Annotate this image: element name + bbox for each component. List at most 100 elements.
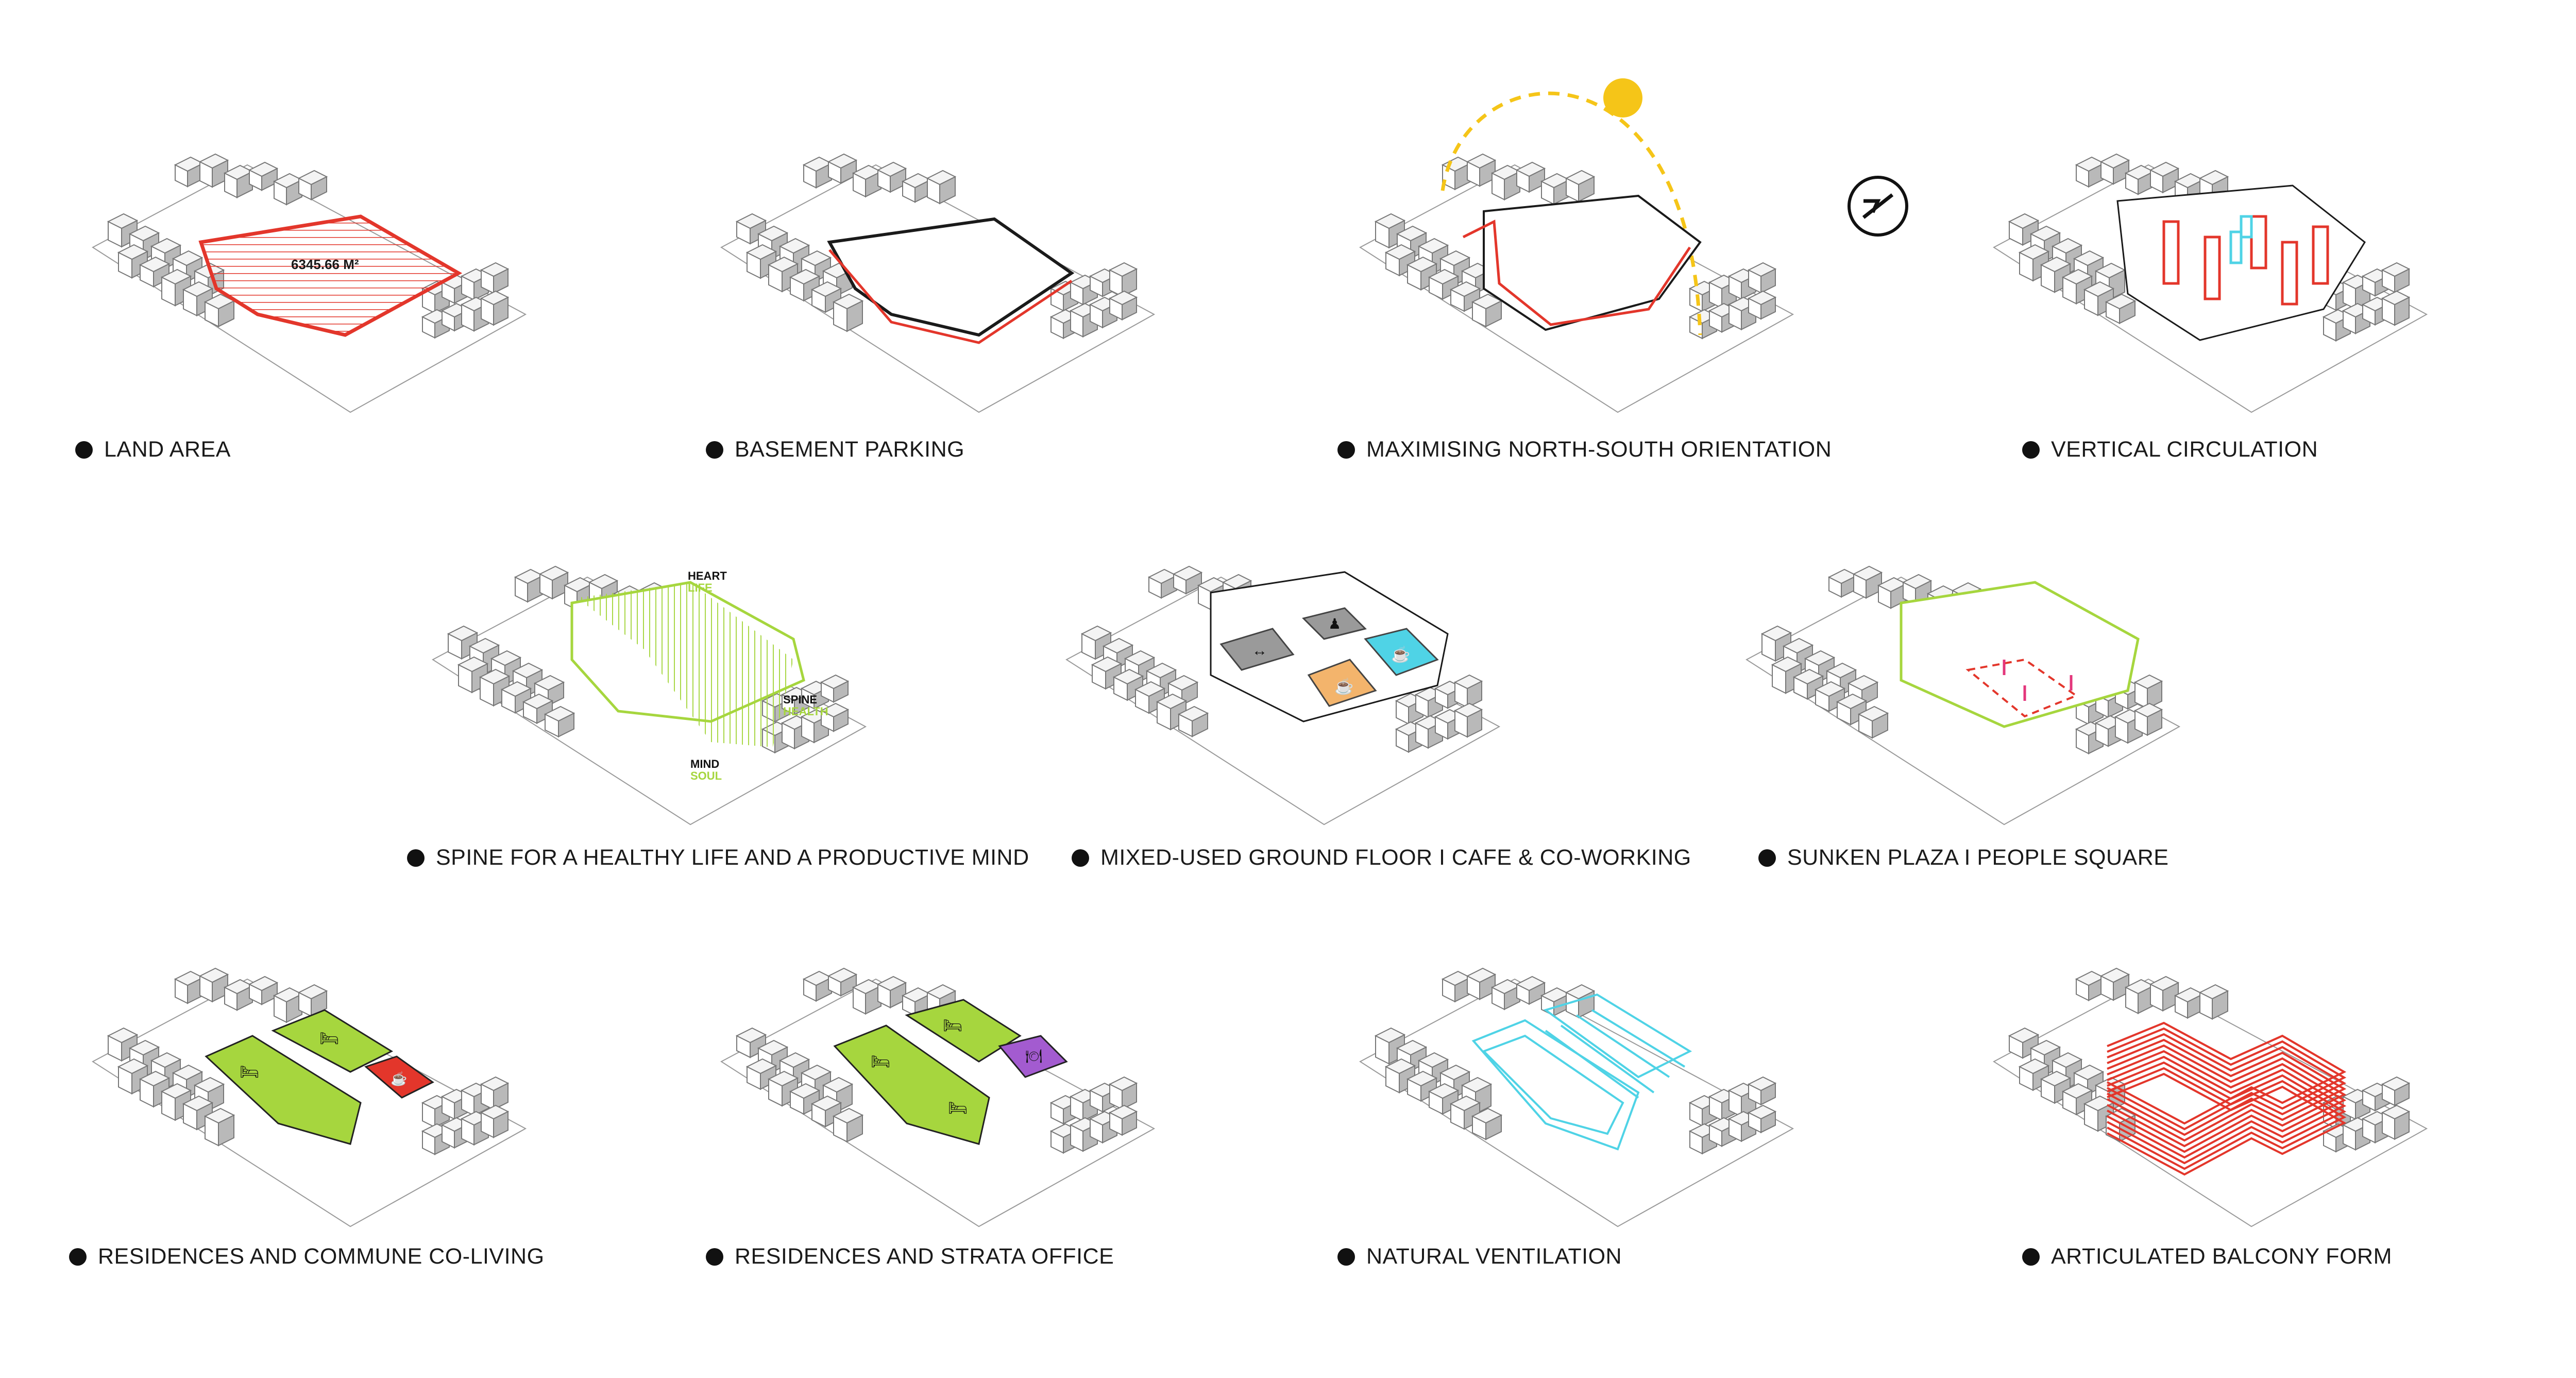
- ground-plate: [720, 978, 1156, 1228]
- context-building: [182, 1095, 214, 1112]
- context-building: [107, 1027, 139, 1044]
- bullet-dot: [1072, 849, 1089, 867]
- context-buildings: [720, 153, 1156, 413]
- context-building: [2381, 1076, 2411, 1091]
- panel-sunken-plaza: [1745, 565, 2181, 826]
- context-building: [1814, 681, 1846, 697]
- context-building: [800, 1064, 832, 1081]
- caption-strata-office: RESIDENCES AND STRATA OFFICE: [706, 1244, 1114, 1269]
- ground-plate: [1745, 576, 2181, 826]
- bullet-dot: [75, 441, 93, 459]
- context-building: [767, 1070, 799, 1087]
- caption-sunken-plaza: SUNKEN PLAZA I PEOPLE SQUARE: [1758, 845, 2168, 870]
- context-building: [2018, 244, 2050, 260]
- context-building: [1167, 675, 1199, 691]
- context-building: [117, 244, 149, 260]
- context-buildings: [92, 967, 527, 1228]
- context-building: [1108, 1076, 1138, 1091]
- sun-icon: [1603, 78, 1642, 117]
- caption-text: ARTICULATED BALCONY FORM: [2051, 1244, 2392, 1269]
- context-building: [1428, 268, 1460, 285]
- panel-ventilation: [1359, 967, 1794, 1228]
- building-outline: [1210, 571, 1449, 722]
- context-building: [1406, 1070, 1438, 1087]
- caption-text: LAND AREA: [104, 437, 231, 462]
- panel-north-south: [1359, 78, 1908, 413]
- context-building: [468, 637, 500, 654]
- panel-spine: HEART LIFE SPINE HEALTH MIND SOUL: [432, 565, 867, 826]
- panel-basement-parking: [720, 153, 1156, 413]
- context-building: [297, 984, 328, 1000]
- balcony-band: [2107, 1038, 2347, 1142]
- context-building: [1428, 1083, 1460, 1099]
- context-buildings: [92, 153, 527, 413]
- context-building: [1112, 668, 1144, 685]
- context-building: [1771, 656, 1803, 673]
- context-building: [1760, 625, 1792, 642]
- context-building: [800, 250, 832, 266]
- balcony-bands: [2107, 1021, 2347, 1176]
- context-building: [1461, 1077, 1493, 1093]
- context-building: [297, 170, 328, 186]
- cafe-icon: ☕: [1391, 645, 1410, 663]
- caption-text: SUNKEN PLAZA I PEOPLE SQUARE: [1787, 845, 2169, 870]
- context-building: [1466, 967, 1497, 983]
- context-building: [193, 1077, 225, 1093]
- context-building: [1565, 984, 1596, 1000]
- context-building: [1792, 668, 1824, 685]
- context-building: [2083, 281, 2115, 297]
- context-building: [172, 250, 204, 266]
- panel-co-living: 🛏 🛏 ☕: [92, 967, 527, 1228]
- context-building: [1156, 693, 1188, 710]
- basement-edge: [828, 249, 1073, 344]
- context-building: [1439, 1064, 1471, 1081]
- context-building: [832, 293, 864, 310]
- context-building: [1449, 1095, 1481, 1112]
- context-building: [480, 1076, 510, 1091]
- north-arrow-icon: [1848, 176, 1908, 237]
- context-building: [1108, 1104, 1138, 1120]
- context-building: [2061, 268, 2093, 285]
- context-building: [2149, 161, 2180, 177]
- context-building: [1747, 262, 1777, 277]
- context-building: [778, 238, 810, 254]
- context-building: [204, 1107, 235, 1124]
- context-building: [789, 1083, 821, 1099]
- context-building: [128, 225, 160, 242]
- context-building: [1124, 650, 1156, 666]
- context-building: [2051, 238, 2083, 254]
- cafe-block: [1307, 659, 1377, 707]
- panel-strata-office: 🛏 🛏 🛏 🍽: [720, 967, 1156, 1228]
- commune-block: [364, 1055, 434, 1099]
- context-buildings: [1993, 967, 2428, 1228]
- context-building: [2008, 213, 2040, 229]
- label-mind: MIND: [690, 758, 719, 770]
- context-building: [150, 238, 182, 254]
- cafe-icon: ☕: [1334, 677, 1353, 695]
- context-building: [832, 1107, 864, 1124]
- lounge-block: [1364, 628, 1439, 676]
- bed-icon: 🛏: [240, 1064, 259, 1081]
- plaza-area: [1965, 658, 2079, 718]
- residence-block-1: [205, 1035, 362, 1145]
- context-building: [117, 1058, 149, 1074]
- label-health: HEALTH: [783, 705, 828, 718]
- context-building: [2149, 976, 2180, 992]
- context-building: [160, 268, 192, 285]
- label-life: LIFE: [688, 581, 713, 594]
- balcony-band: [2107, 1050, 2347, 1153]
- balcony-band: [2107, 1061, 2347, 1165]
- bullet-dot: [407, 849, 425, 867]
- circulation-cores: [2162, 215, 2329, 306]
- balcony-band: [2107, 1027, 2347, 1131]
- balcony-band: [2107, 1072, 2347, 1176]
- context-building: [2029, 225, 2061, 242]
- bullet-dot: [1758, 849, 1776, 867]
- context-building: [1747, 290, 1777, 306]
- caption-vertical-circulation: VERTICAL CIRCULATION: [2022, 437, 2318, 462]
- land-area-annotation: 6345.66 M²: [291, 257, 359, 272]
- caption-text: MAXIMISING NORTH-SOUTH ORIENTATION: [1366, 437, 1832, 462]
- caption-ventilation: NATURAL VENTILATION: [1337, 1244, 1622, 1269]
- context-building: [1836, 693, 1868, 710]
- context-building: [1449, 281, 1481, 297]
